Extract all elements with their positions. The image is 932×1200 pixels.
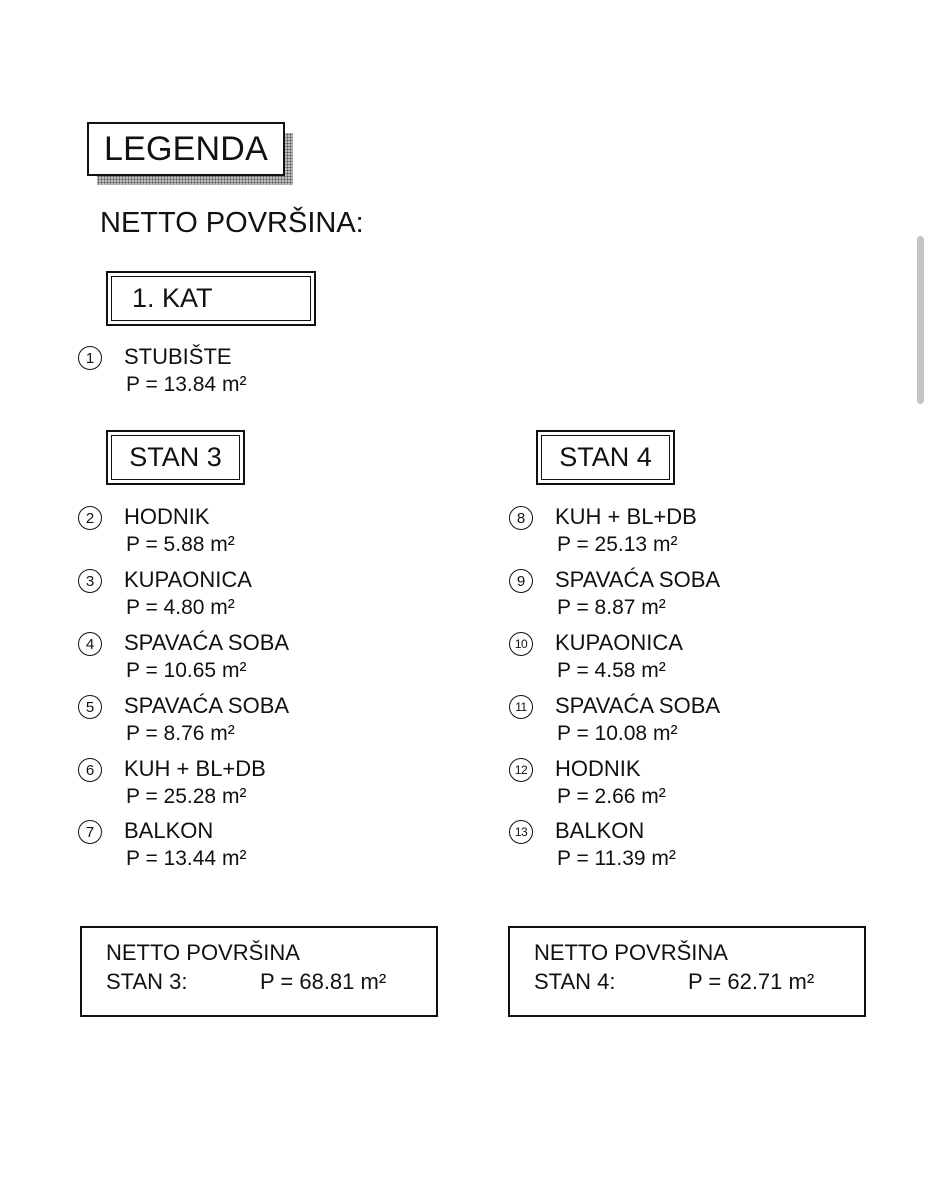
room-area: P = 5.88 m² bbox=[126, 533, 235, 556]
room-area: P = 8.87 m² bbox=[557, 596, 666, 619]
room-area: P = 11.39 m² bbox=[557, 847, 676, 870]
room-area: P = 25.28 m² bbox=[126, 785, 247, 808]
stan3-total-label: STAN 3: bbox=[106, 969, 188, 994]
room-number: 5 bbox=[78, 695, 102, 719]
stan3-total-title: NETTO POVRŠINA bbox=[106, 940, 300, 965]
room-number: 3 bbox=[78, 569, 102, 593]
room-name: HODNIK bbox=[555, 756, 641, 781]
stan3-total-area: P = 68.81 m² bbox=[260, 969, 387, 994]
room-name: SPAVAĆA SOBA bbox=[124, 630, 290, 655]
room-name: SPAVAĆA SOBA bbox=[555, 567, 721, 592]
stan3-label-box: STAN 3 bbox=[106, 430, 245, 485]
stan4-total-area: P = 62.71 m² bbox=[688, 969, 815, 994]
room-name: SPAVAĆA SOBA bbox=[555, 693, 721, 718]
room-area: P = 10.08 m² bbox=[557, 722, 678, 745]
room-number: 6 bbox=[78, 758, 102, 782]
room-name: KUPAONICA bbox=[555, 630, 683, 655]
room-name: BALKON bbox=[124, 818, 214, 843]
room-name: KUH + BL+DB bbox=[124, 756, 266, 781]
room-number: 11 bbox=[509, 695, 533, 719]
room-area: P = 10.65 m² bbox=[126, 659, 247, 682]
room-area-stairs: P = 13.84 m² bbox=[126, 373, 247, 396]
room-number: 9 bbox=[509, 569, 533, 593]
room-number: 10 bbox=[509, 632, 533, 656]
room-number: 4 bbox=[78, 632, 102, 656]
vertical-scrollbar-thumb[interactable] bbox=[917, 236, 924, 404]
stan4-total-title: NETTO POVRŠINA bbox=[534, 940, 728, 965]
room-area: P = 13.44 m² bbox=[126, 847, 247, 870]
section-heading: NETTO POVRŠINA: bbox=[100, 207, 364, 239]
room-number: 2 bbox=[78, 506, 102, 530]
floor-label-box: 1. KAT bbox=[106, 271, 316, 326]
room-number: 13 bbox=[509, 820, 533, 844]
room-area: P = 4.80 m² bbox=[126, 596, 235, 619]
floor-label: 1. KAT bbox=[111, 276, 311, 321]
room-name: KUPAONICA bbox=[124, 567, 252, 592]
legend-title: LEGENDA bbox=[87, 122, 285, 176]
room-area: P = 2.66 m² bbox=[557, 785, 666, 808]
room-number: 7 bbox=[78, 820, 102, 844]
room-area: P = 25.13 m² bbox=[557, 533, 678, 556]
stan4-label: STAN 4 bbox=[541, 435, 670, 480]
room-area: P = 4.58 m² bbox=[557, 659, 666, 682]
room-name-stairs: STUBIŠTE bbox=[124, 344, 232, 369]
room-name: KUH + BL+DB bbox=[555, 504, 697, 529]
stan4-total-label: STAN 4: bbox=[534, 969, 616, 994]
stan3-total-box: NETTO POVRŠINA STAN 3: P = 68.81 m² bbox=[80, 926, 438, 1017]
stan4-total-box: NETTO POVRŠINA STAN 4: P = 62.71 m² bbox=[508, 926, 866, 1017]
room-number-1: 1 bbox=[78, 346, 102, 370]
room-number: 12 bbox=[509, 758, 533, 782]
stan3-label: STAN 3 bbox=[111, 435, 240, 480]
room-number: 8 bbox=[509, 506, 533, 530]
stan4-label-box: STAN 4 bbox=[536, 430, 675, 485]
room-area: P = 8.76 m² bbox=[126, 722, 235, 745]
room-name: BALKON bbox=[555, 818, 645, 843]
room-name: HODNIK bbox=[124, 504, 210, 529]
room-name: SPAVAĆA SOBA bbox=[124, 693, 290, 718]
